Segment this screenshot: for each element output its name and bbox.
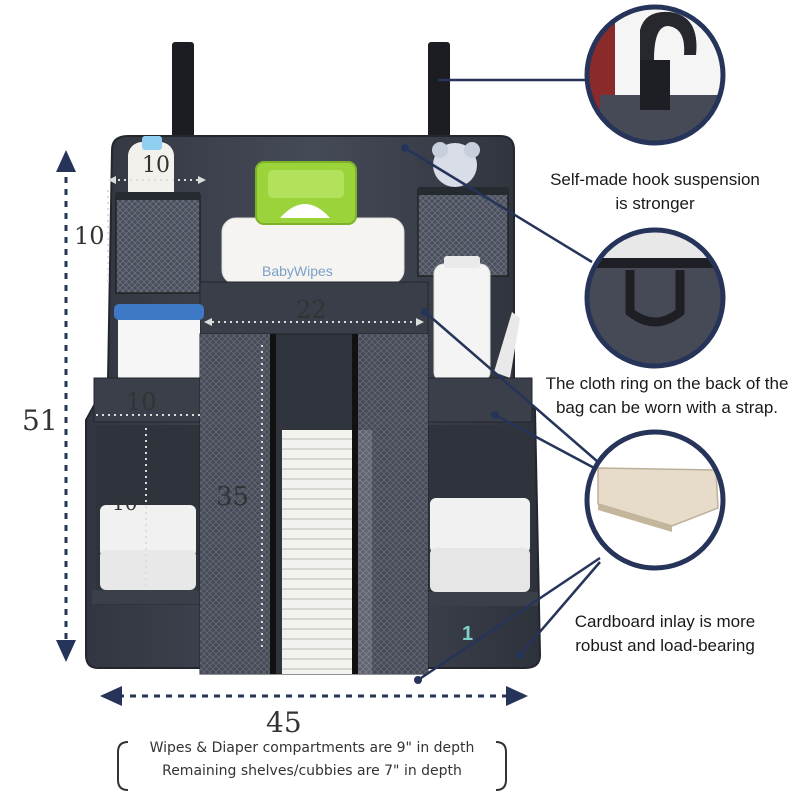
left-middle-shelf bbox=[93, 377, 201, 423]
ring-caption-line-2: bag can be worn with a strap. bbox=[555, 398, 779, 417]
dim-top-left-width: 10 bbox=[142, 153, 170, 178]
dim-center-width: 22 bbox=[296, 296, 327, 324]
top-right-pocket bbox=[417, 142, 509, 277]
dimension-arrowheads bbox=[108, 176, 424, 326]
white-bottle bbox=[433, 256, 520, 383]
depth-note-line-2: Remaining shelves/cubbies are 7" in dept… bbox=[162, 763, 462, 779]
hook-detail-circle bbox=[584, 4, 726, 146]
right-strap bbox=[428, 42, 450, 152]
hook-feature-caption: Self-made hook suspension is stronger bbox=[530, 168, 780, 216]
left-strap bbox=[172, 42, 194, 152]
dim-left-cubby-height: 10" bbox=[112, 491, 147, 515]
depth-note-line-1: Wipes & Diaper compartments are 9" in de… bbox=[149, 740, 475, 756]
dim-total-width: 45 bbox=[266, 706, 302, 739]
cardboard-caption-line-2: robust and load-bearing bbox=[575, 636, 755, 655]
dim-top-left-height: 10 bbox=[74, 222, 105, 250]
cloth-ring-detail-circle bbox=[584, 227, 726, 369]
depth-note-bracket bbox=[117, 741, 507, 791]
brand-logo-mark: 1 bbox=[462, 623, 473, 645]
callout-endpoints bbox=[401, 144, 524, 684]
dim-left-cubby-width: 10 bbox=[126, 388, 157, 416]
wipes-brand-label: BabyWipes bbox=[262, 263, 333, 279]
blue-lid-container bbox=[114, 304, 204, 380]
height-dimension-arrow bbox=[56, 150, 76, 662]
right-middle-shelf bbox=[427, 377, 533, 423]
depth-note: Wipes & Diaper compartments are 9" in de… bbox=[121, 737, 503, 795]
dim-center-height: 35 bbox=[216, 482, 249, 512]
baby-wipes: BabyWipes bbox=[221, 161, 405, 285]
cardboard-detail-circle bbox=[584, 429, 726, 571]
left-cubby bbox=[92, 425, 202, 605]
cardboard-feature-caption: Cardboard inlay is more robust and load-… bbox=[555, 610, 775, 658]
cardboard-caption-line-1: Cardboard inlay is more bbox=[574, 612, 756, 631]
top-left-pocket bbox=[115, 136, 201, 294]
hook-caption-line-1: Self-made hook suspension bbox=[550, 170, 760, 189]
dim-total-height: 51 bbox=[22, 404, 58, 437]
dimension-lines bbox=[96, 179, 422, 650]
width-dimension-arrow bbox=[100, 686, 528, 706]
hook-caption-line-2: is stronger bbox=[615, 194, 695, 213]
ring-feature-caption: The cloth ring on the back of the bag ca… bbox=[534, 372, 800, 420]
right-cubby bbox=[426, 425, 538, 606]
callout-leaders bbox=[404, 78, 601, 682]
ring-caption-line-1: The cloth ring on the back of the bbox=[545, 374, 789, 393]
diaper-compartment bbox=[199, 333, 429, 675]
